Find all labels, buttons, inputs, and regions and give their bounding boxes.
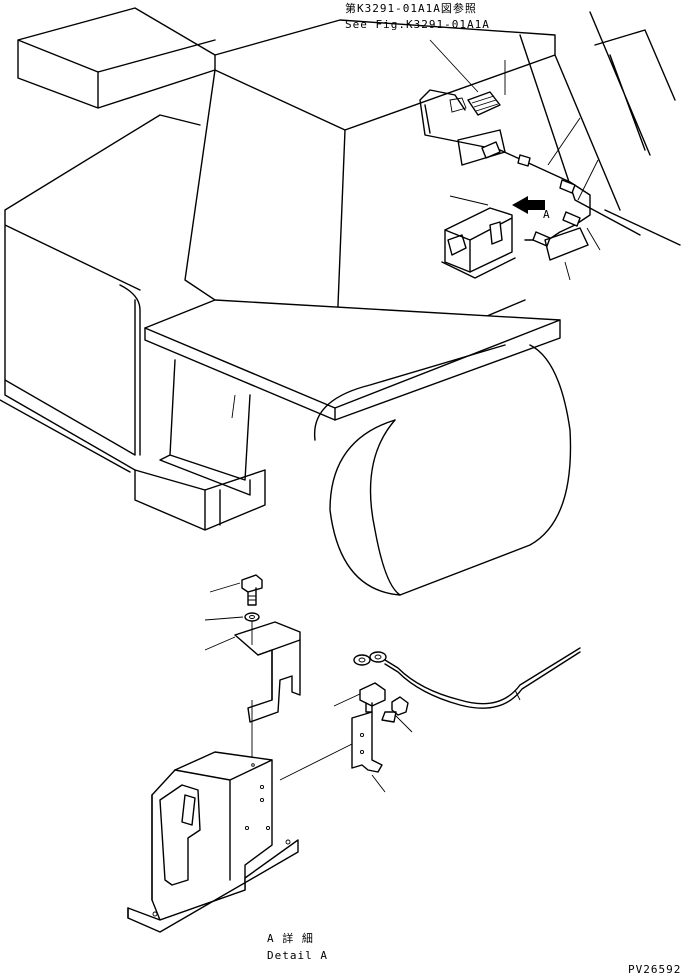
- harness-clamp: [517, 154, 531, 167]
- control-box-installed: [441, 207, 516, 279]
- mount-hole: [265, 825, 271, 831]
- base-plate: [127, 839, 299, 933]
- reference-en: See Fig.K3291-01A1A: [345, 18, 490, 31]
- ring-terminal: [353, 654, 371, 666]
- reference-jp: 第K3291-01A1A図参照: [345, 1, 477, 15]
- view-marker-a: A: [543, 208, 551, 221]
- bolt: [241, 574, 263, 606]
- view-arrow: [512, 196, 545, 214]
- grip-slot: [159, 784, 201, 886]
- machine-assembly-view: A 第K3291-01A1A図参照 See Fig.K3291-01A1A: [0, 1, 681, 596]
- small-bolt: [381, 696, 409, 723]
- leader-line: [429, 39, 479, 93]
- mounting-bracket: [234, 621, 301, 723]
- right-frame: [519, 11, 681, 246]
- harness-clamp: [559, 179, 576, 194]
- base-hole: [152, 911, 158, 917]
- support-post: [159, 359, 251, 496]
- control-box: [127, 751, 299, 933]
- harness-connector: [449, 91, 501, 116]
- base-hole: [285, 839, 291, 845]
- washer: [244, 612, 260, 622]
- left-frame: [4, 114, 201, 456]
- switch-bracket: [351, 711, 383, 773]
- mount-hole: [244, 825, 250, 831]
- seat-block: [17, 7, 216, 109]
- drawing-number: PV26592: [628, 963, 681, 976]
- mount-hole: [259, 784, 265, 790]
- detail-a-view: A 詳 細 Detail A PV26592: [127, 574, 681, 976]
- detail-title-en: Detail A: [267, 949, 328, 962]
- platform-slab: [144, 299, 561, 421]
- switch: [359, 682, 386, 713]
- ground-wire: [353, 647, 581, 709]
- harness-clamp: [481, 141, 501, 159]
- mount-hole: [259, 797, 265, 803]
- detail-title-jp: A 詳 細: [267, 931, 314, 945]
